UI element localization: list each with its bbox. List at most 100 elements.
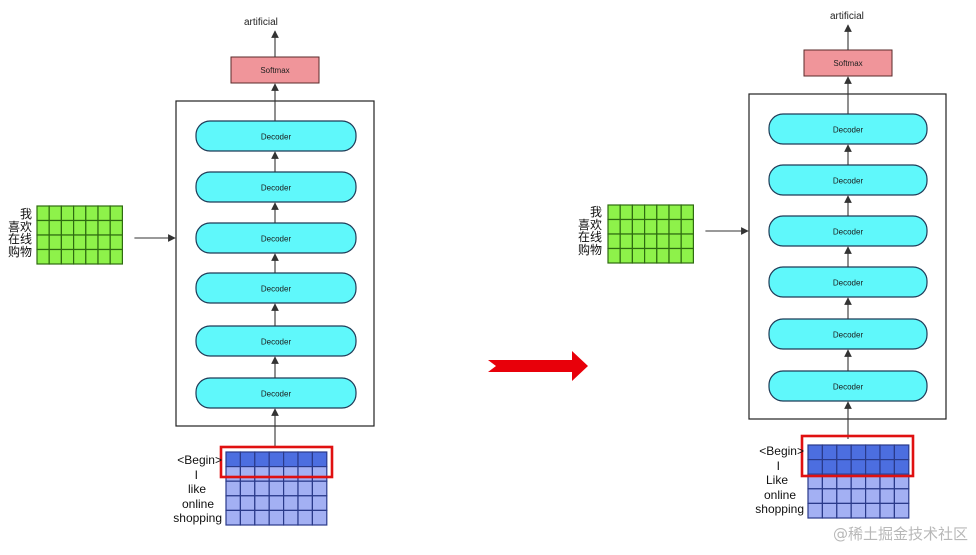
target-embedding-cell [893, 502, 910, 519]
target-embedding-cell [239, 509, 256, 526]
target-embedding-cell [283, 466, 299, 482]
target-embedding-cell [254, 451, 270, 468]
target-embedding-cell [254, 466, 270, 482]
source-embedding-cell [631, 247, 646, 264]
target-token: <Begin> [759, 444, 804, 458]
target-embedding-cell [254, 495, 270, 511]
source-embedding-cell [643, 233, 658, 250]
source-embedding-cell [680, 204, 695, 221]
source-embedding-cell [36, 219, 50, 236]
decoder-label: Decoder [261, 338, 292, 347]
source-embedding-cell [97, 248, 111, 265]
target-embedding-cell [268, 509, 285, 526]
target-embedding-cell [864, 444, 881, 461]
softmax-block [230, 56, 320, 84]
source-embedding-cell [607, 247, 621, 264]
watermark: @稀土掘金技术社区 [832, 525, 968, 543]
target-embedding-cell [807, 459, 823, 475]
target-embedding-cell [864, 459, 881, 475]
source-embedding-cell [36, 248, 50, 265]
target-embedding-cell [893, 459, 910, 475]
target-embedding-cell [311, 480, 328, 497]
transition-arrow-icon [488, 351, 588, 381]
source-embedding-cell [607, 218, 621, 235]
source-embedding-cell [668, 233, 682, 250]
decoder-label: Decoder [833, 177, 864, 186]
target-token: online [181, 496, 214, 511]
source-embedding-cell [97, 234, 111, 251]
source-embedding-cell [680, 218, 695, 235]
source-word: 喜欢 [7, 219, 32, 234]
target-token: shopping [173, 511, 222, 526]
source-embedding-cell [607, 204, 621, 221]
target-embedding-cell [893, 444, 910, 461]
target-embedding-cell [297, 451, 313, 468]
target-embedding-cell [297, 466, 313, 482]
target-embedding-cell [850, 444, 867, 461]
target-embedding-cell [283, 495, 299, 511]
decoder-block [195, 120, 357, 152]
decoder-label: Decoder [833, 228, 864, 237]
target-embedding-cell [239, 451, 256, 468]
target-embedding-cell [879, 502, 895, 519]
target-embedding-cell [821, 459, 838, 475]
target-embedding-cell [239, 495, 256, 511]
source-word: 我 [589, 205, 602, 219]
source-embedding-cell [619, 233, 634, 250]
source-embedding-cell [72, 234, 87, 251]
source-embedding-cell [668, 247, 682, 264]
source-embedding-cell [85, 234, 99, 251]
target-token: I [194, 467, 198, 482]
target-embedding-cell [268, 480, 285, 497]
decoder-block [195, 377, 357, 409]
decoder-label: Decoder [261, 235, 292, 244]
target-embedding-cell [850, 502, 867, 519]
source-embedding-cell [643, 204, 658, 221]
target-tokens: <Begin> I like online shopping [150, 453, 222, 526]
decoder-label: Decoder [833, 279, 864, 288]
source-embedding-cell [656, 218, 670, 235]
source-embedding-cell [48, 234, 63, 251]
target-embedding-cell [836, 459, 852, 475]
target-tokens: <Begin> I Like online shopping [732, 444, 804, 517]
source-embedding-cell [85, 219, 99, 236]
source-word: 购物 [577, 242, 602, 257]
target-embedding-cell [268, 451, 285, 468]
target-embedding-cell [225, 509, 241, 526]
target-embedding-cell [311, 466, 328, 482]
source-embedding-cell [109, 205, 123, 222]
source-embedding-cell [72, 219, 87, 236]
source-embedding-cell [643, 218, 658, 235]
source-embedding-cell [607, 233, 621, 250]
target-embedding-cell [807, 488, 823, 504]
source-embedding-cell [97, 219, 111, 236]
target-embedding-cell [821, 502, 838, 519]
decoder-label: Decoder [261, 184, 292, 193]
highlight-box [219, 445, 334, 479]
target-embedding-cell [850, 488, 867, 504]
decoder-block [195, 171, 357, 203]
decoder-label: Decoder [833, 126, 864, 135]
source-embedding-cell [656, 247, 670, 264]
decoder-label: Decoder [833, 383, 864, 392]
source-word: 喜欢 [577, 217, 602, 232]
output-label: artificial [830, 11, 864, 22]
decoder-block [195, 325, 357, 357]
source-embedding-cell [656, 233, 670, 250]
source-word: 在线 [577, 230, 602, 244]
softmax-label: Softmax [260, 66, 289, 75]
target-embedding-cell [297, 480, 313, 497]
target-embedding-cell [311, 509, 328, 526]
decoder-label: Decoder [261, 390, 292, 399]
target-embedding-cell [268, 466, 285, 482]
source-embedding-cell [60, 219, 75, 236]
source-embedding-cell [72, 205, 87, 222]
panel-right: DecoderDecoderDecoderDecoderDecoderDecod… [607, 24, 947, 519]
target-embedding-cell [283, 509, 299, 526]
source-embedding-cell [48, 248, 63, 265]
source-embedding-cell [680, 247, 695, 264]
target-embedding-cell [821, 444, 838, 461]
target-embedding-cell [807, 444, 823, 461]
source-word: 在线 [7, 232, 32, 246]
